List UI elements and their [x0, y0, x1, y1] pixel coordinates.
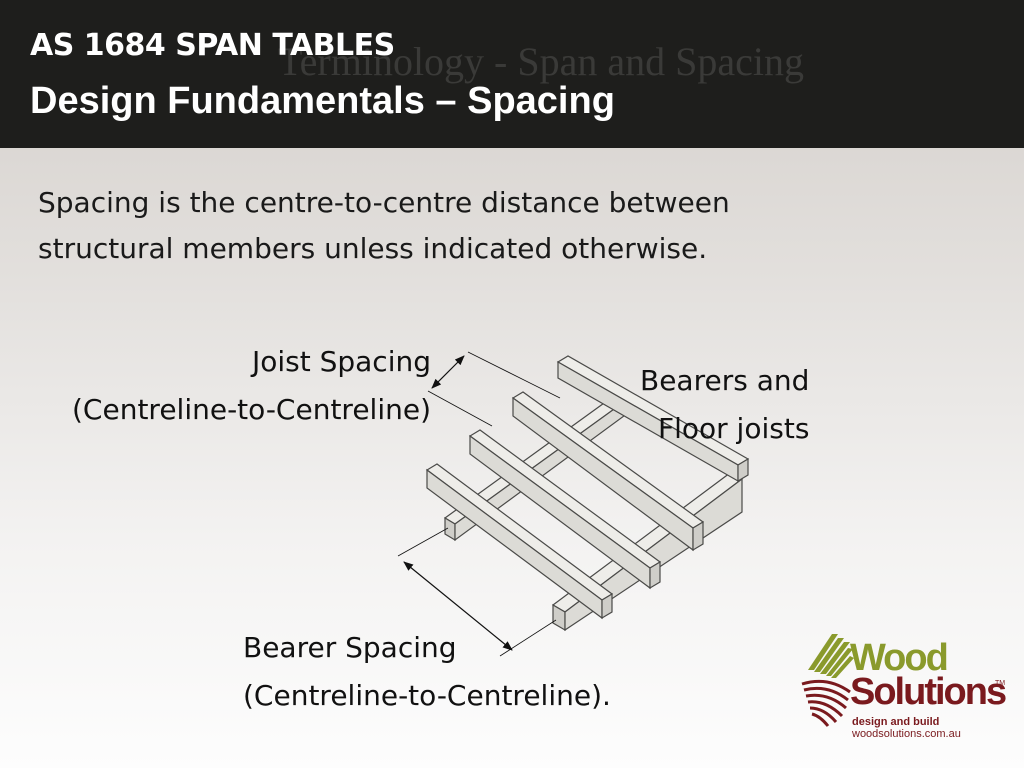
bearer-spacing-label-line1: Bearer Spacing: [243, 631, 457, 664]
definition-text: Spacing is the centre-to-centre distance…: [38, 180, 878, 272]
bearers-and-joists-label: Bearers and Floor joists: [640, 357, 809, 453]
joist-spacing-label-line2: (Centreline-to-Centreline): [72, 393, 431, 426]
logo-mark-icon: [801, 634, 854, 727]
bearer-spacing-label-line2: (Centreline-to-Centreline).: [243, 679, 611, 712]
logo-word-wood: Wood: [850, 637, 949, 679]
bearers-label-line1: Bearers and: [640, 364, 810, 397]
bearer-spacing-label: Bearer Spacing (Centreline-to-Centreline…: [243, 624, 611, 720]
floor-joist: [556, 355, 750, 483]
floor-joist: [468, 429, 662, 590]
logo-trademark: TM: [995, 680, 1006, 687]
joist-spacing-label-line1: Joist Spacing: [251, 345, 431, 378]
logo-url: woodsolutions.com.au: [852, 728, 961, 740]
floor-joist: [425, 463, 614, 620]
joist-spacing-label: Joist Spacing (Centreline-to-Centreline): [72, 338, 431, 434]
bearer-spacing-dimension: [397, 527, 557, 657]
woodsolutions-logo: Wood Solutions TM design and build woods…: [798, 628, 1018, 748]
slide-subtitle: Design Fundamentals – Spacing: [30, 80, 615, 122]
title-bar: Terminology - Span and Spacing AS 1684 S…: [0, 0, 1024, 148]
definition-line-2: structural members unless indicated othe…: [38, 232, 708, 265]
bearers-label-line2: Floor joists: [658, 412, 810, 445]
logo-word-solutions: Solutions: [850, 671, 1007, 713]
ghost-title: Terminology - Span and Spacing: [278, 39, 804, 84]
joist-spacing-dimension: [427, 351, 561, 427]
definition-line-1: Spacing is the centre-to-centre distance…: [38, 186, 730, 219]
slide-title: AS 1684 SPAN TABLES: [30, 28, 395, 63]
logo-tagline: design and build: [852, 716, 940, 728]
floor-joist: [511, 391, 705, 552]
